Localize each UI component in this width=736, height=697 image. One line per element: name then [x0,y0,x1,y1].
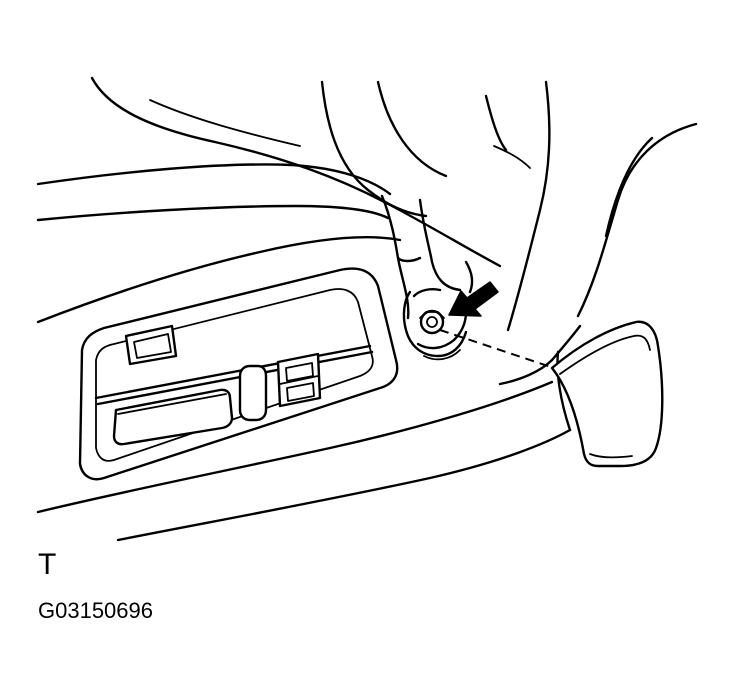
installation-line [439,329,561,371]
lumbar-switch [238,364,268,422]
seat-side-shield [36,236,582,542]
seat-cushion [36,76,502,268]
pointer-arrow [448,281,499,317]
seat-back-hinge [380,194,474,361]
power-seat-switch-panel[interactable] [78,267,399,481]
slide-switch [112,388,234,446]
recliner-hinge-cover[interactable] [550,320,664,468]
memory-switch [124,324,178,366]
mounting-bolt[interactable] [419,309,445,335]
view-letter: T [38,548,57,581]
seat-back [320,80,698,332]
figure-id: G03150696 [38,598,153,623]
